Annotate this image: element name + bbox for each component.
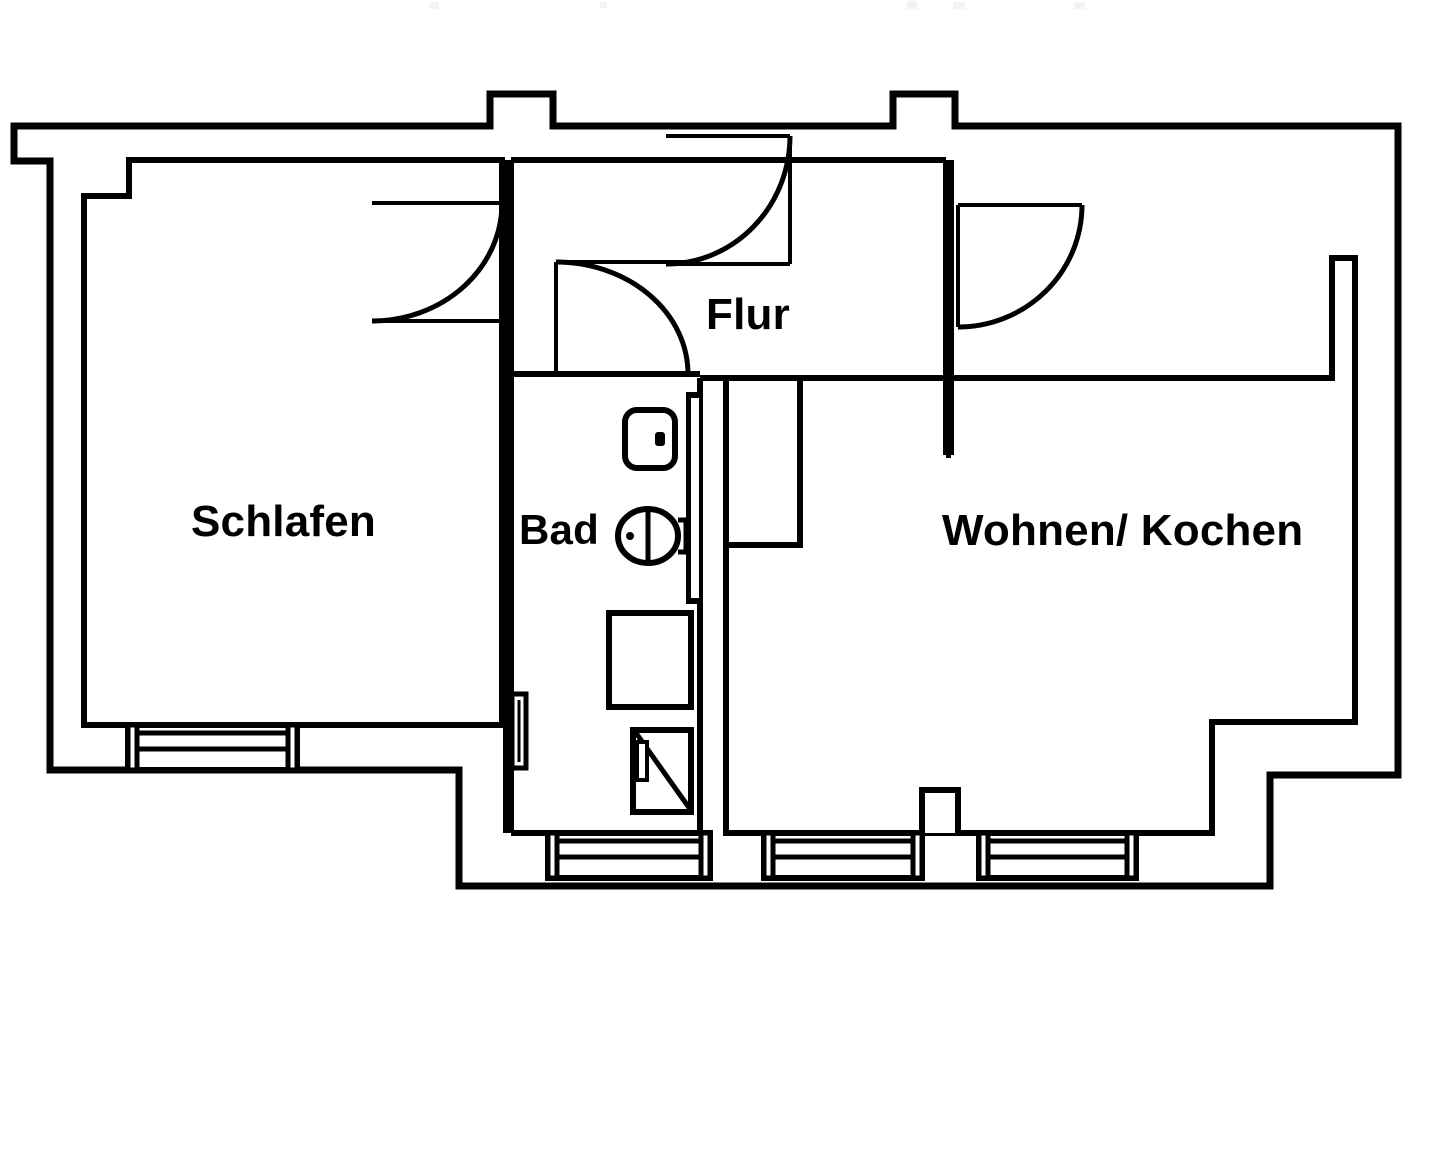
sink-fixture: [622, 407, 678, 471]
shower-fixture: [630, 727, 694, 815]
bathtub-fixture: [606, 610, 694, 710]
bath-partition-strip-inner: [690, 398, 699, 598]
bathroom-fixtures: [509, 392, 702, 815]
scan-artifact: [1074, 2, 1085, 9]
radiator-bad: [509, 691, 529, 771]
window-schlafen: [125, 722, 300, 773]
room-label-wohnen-kochen: Wohnen/ Kochen: [942, 506, 1304, 555]
scan-artifact: [430, 2, 439, 9]
scan-artifact: [953, 2, 965, 9]
room-label-schlafen: Schlafen: [191, 497, 376, 546]
door-schlafen: [371, 201, 505, 324]
scan-artifact: [907, 1, 917, 9]
bath-partition-strip-edge: [686, 392, 691, 604]
door-group: [371, 134, 1085, 375]
door-entry: [665, 134, 793, 267]
outer-wall-outline: [10, 90, 1402, 890]
toilet-fixture: [615, 506, 689, 566]
door-wohnen-kochen: [956, 203, 1085, 330]
door-bad: [554, 259, 691, 375]
window-wohnen-left: [761, 830, 925, 881]
scan-artifact: [600, 2, 607, 8]
room-label-bad: Bad: [519, 506, 599, 553]
wall-pilaster: [919, 787, 961, 833]
room-label-flur: Flur: [706, 290, 790, 339]
window-bad: [545, 830, 713, 881]
window-wohnen-right: [976, 830, 1139, 881]
window-group: [125, 722, 1139, 881]
